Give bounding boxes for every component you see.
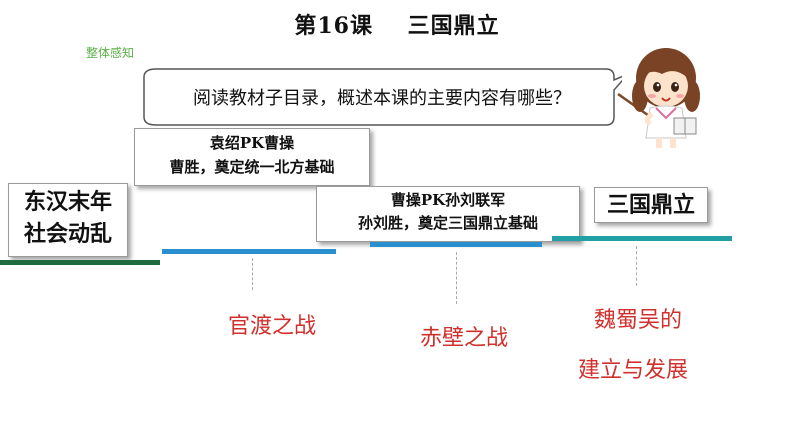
timeline-bar-event2 [370,242,542,247]
connector-event1 [252,258,253,290]
timeline-bar-event1 [162,249,336,254]
battle-label-chibi: 赤壁之战 [420,326,509,351]
start-box-line1: 东汉末年 [23,189,112,215]
prompt-question: 阅读教材子目录，概述本课的主要内容有哪些？ [193,88,571,109]
start-box-eastern-han: 东汉末年 社会动乱 [8,183,128,257]
end-box-label: 三国鼎立 [606,192,695,218]
end-note-line2: 建立与发展 [578,358,689,383]
event-box-yuan-cao-title: 袁绍PK曹操 [209,134,295,152]
start-box-line2: 社会动乱 [23,221,112,247]
event-box-cao-sunliu-title: 曹操PK孙刘联军 [390,191,506,209]
timeline-bar-start [0,260,160,265]
end-box-three-kingdoms: 三国鼎立 [594,187,708,223]
end-note-line1: 魏蜀吴的 [594,308,683,333]
speech-bubble: 阅读教材子目录，概述本课的主要内容有哪些？ [142,68,622,126]
section-tag: 整体感知 [86,46,135,60]
battle-label-guandu: 官渡之战 [228,314,317,339]
event-box-yuan-cao-result: 曹胜，奠定统一北方基础 [169,158,335,176]
connector-end [636,246,637,286]
teacher-girl-illustration [610,34,710,150]
event-box-cao-sunliu-result: 孙刘胜，奠定三国鼎立基础 [357,214,538,232]
event-box-cao-sunliu: 曹操PK孙刘联军 孙刘胜，奠定三国鼎立基础 [316,186,580,242]
speech-bubble-shape [143,68,622,126]
page-title: 第16课 三国鼎立 [294,13,500,39]
connector-event2 [456,252,457,304]
timeline-bar-end [552,236,732,241]
event-box-yuan-cao: 袁绍PK曹操 曹胜，奠定统一北方基础 [134,128,370,186]
